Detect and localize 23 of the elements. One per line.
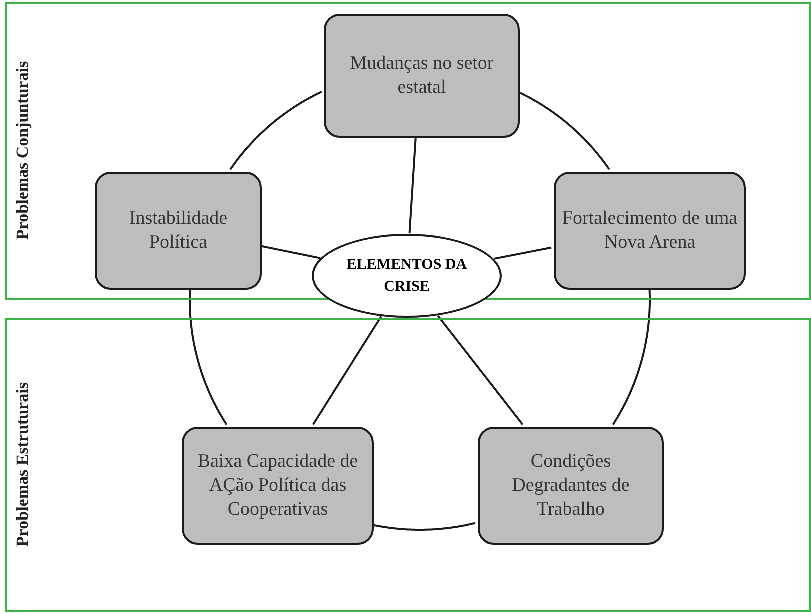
process-box (478, 427, 664, 545)
circle-arc (612, 288, 651, 426)
process-box (554, 172, 746, 290)
connector-line (494, 246, 552, 260)
band-title: Problemas Estruturais (13, 382, 33, 550)
connector-line (260, 245, 321, 260)
process-box (182, 427, 374, 545)
process-box (95, 172, 262, 290)
node-label: Mudanças no setor estatal (349, 52, 495, 100)
circle-arc (518, 91, 610, 170)
connector-line (408, 136, 417, 234)
group-band (5, 2, 811, 300)
process-box (324, 14, 520, 138)
node-label: Fortalecimento de uma Nova Arena (562, 207, 738, 255)
band-title: Problemas Conjunturais (13, 60, 33, 242)
group-band (5, 318, 811, 612)
circle-arc (372, 522, 476, 531)
node-label: Baixa Capacidade de AÇão Política das Cooperativas (196, 450, 360, 522)
circle-arc (230, 91, 322, 170)
node-label: ELEMENTOS DA CRISE (346, 256, 468, 297)
node-label: Condições Degradantes de Trabalho (511, 450, 631, 522)
circle-arc (189, 288, 228, 426)
node-label: Instabilidade Política (128, 207, 229, 255)
